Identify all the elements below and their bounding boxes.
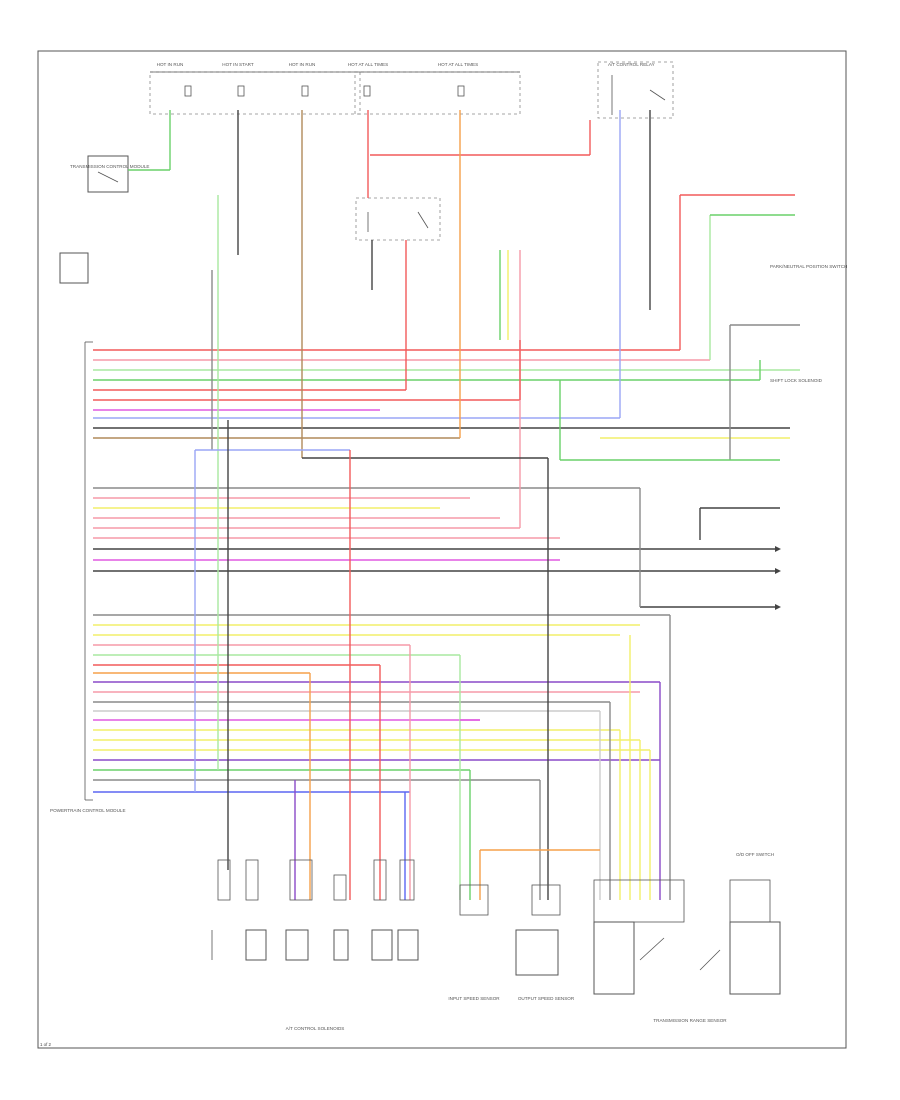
power-label-4: HOT AT ALL TIMES (348, 62, 388, 67)
control-solenoids: A/T CONTROL SOLENOIDS (211, 859, 419, 1031)
stop-lamp-label: TRANSMISSION CONTROL MODULE (70, 164, 149, 169)
pcm-connector: POWERTRAIN CONTROL MODULE (50, 341, 126, 813)
power-label-5: HOT AT ALL TIMES (438, 62, 478, 67)
od-switch-label: O/D OFF SWITCH (736, 852, 774, 857)
shift-lock-label: SHIFT LOCK SOLENOID (770, 378, 823, 383)
solenoids-label: A/T CONTROL SOLENOIDS (286, 1026, 345, 1031)
power-label-1: HOT IN RUN (157, 62, 184, 67)
wire-group-1 (93, 349, 800, 439)
wire-group-3 (93, 614, 670, 793)
shift-relay (355, 197, 441, 241)
fuses (184, 85, 465, 97)
data-link-connector (59, 252, 89, 284)
power-labels: HOT IN RUN HOT IN START HOT IN RUN HOT A… (157, 62, 655, 67)
input-speed-label: INPUT SPEED SENSOR (448, 996, 500, 1001)
output-speed-label: OUTPUT SPEED SENSOR (518, 996, 575, 1001)
diagram-frame (37, 50, 847, 1049)
power-label-3: HOT IN RUN (289, 62, 316, 67)
control-relay (597, 61, 674, 119)
speed-sensors: INPUT SPEED SENSOR OUTPUT SPEED SENSOR (448, 884, 575, 1001)
arrow-ends (775, 546, 781, 610)
park-neutral-label: PARK/NEUTRAL POSITION SWITCH (770, 264, 847, 269)
vertical-wires (128, 110, 800, 900)
pcm-label: POWERTRAIN CONTROL MODULE (50, 808, 126, 813)
stop-lamp-switch: TRANSMISSION CONTROL MODULE (70, 155, 149, 193)
fuse-block-top (149, 71, 521, 115)
right-labels: PARK/NEUTRAL POSITION SWITCH SHIFT LOCK … (770, 264, 847, 383)
ac-control-label: A/T CONTROL RELAY (608, 62, 655, 67)
wire-group-2 (93, 487, 775, 608)
footer-code: 1 of 2 (40, 1042, 52, 1047)
power-label-2: HOT IN START (222, 62, 254, 67)
trans-range-sensor: TRANSMISSION RANGE SENSOR O/D OFF SWITCH (593, 852, 781, 1023)
trans-range-label: TRANSMISSION RANGE SENSOR (653, 1018, 727, 1023)
